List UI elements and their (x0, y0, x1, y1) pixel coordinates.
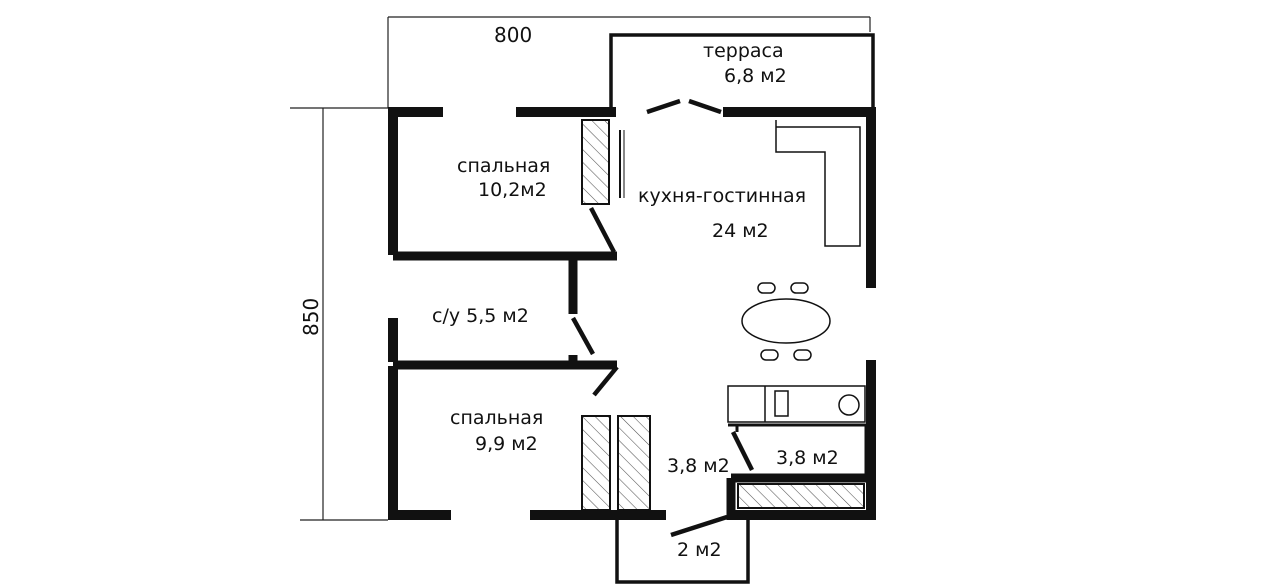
sink (774, 390, 789, 417)
bedroom2-area: 9,9 м2 (475, 433, 538, 455)
wardrobe-left (581, 415, 611, 511)
storage-shelf (737, 483, 865, 509)
dimension-width (387, 16, 871, 108)
kitchen-counter (775, 120, 861, 247)
chair (760, 349, 779, 361)
fireplace (581, 119, 610, 205)
terrace-area: 6,8 м2 (724, 65, 787, 87)
storage2-area: 3,8 м2 (776, 447, 839, 469)
interior-walls (393, 251, 866, 520)
porch-area: 2 м2 (677, 539, 722, 561)
bedroom1-area: 10,2м2 (478, 179, 547, 201)
dining-table (741, 298, 831, 344)
terrace-outline (609, 33, 875, 108)
porch-outline (615, 520, 750, 584)
dimension-height (290, 107, 388, 521)
bathroom-label: с/у 5,5 м2 (432, 305, 529, 327)
wardrobe-right (617, 415, 651, 511)
terrace-name: терраса (703, 40, 784, 62)
bedroom2-name: спальная (450, 407, 543, 429)
chair (790, 282, 809, 294)
height-label: 850 (299, 298, 323, 336)
kitchen-area: 24 м2 (712, 220, 769, 242)
chair (793, 349, 812, 361)
exterior-walls (388, 107, 876, 520)
storage1-area: 3,8 м2 (667, 455, 730, 477)
chair (757, 282, 776, 294)
washing-machine (838, 394, 860, 416)
appliance-counter (727, 385, 866, 423)
bedroom1-name: спальная (457, 155, 550, 177)
kitchen-name: кухня-гостинная (638, 185, 806, 207)
interior-thin-walls (728, 423, 868, 480)
doors (571, 98, 755, 538)
width-label: 800 (494, 23, 532, 47)
